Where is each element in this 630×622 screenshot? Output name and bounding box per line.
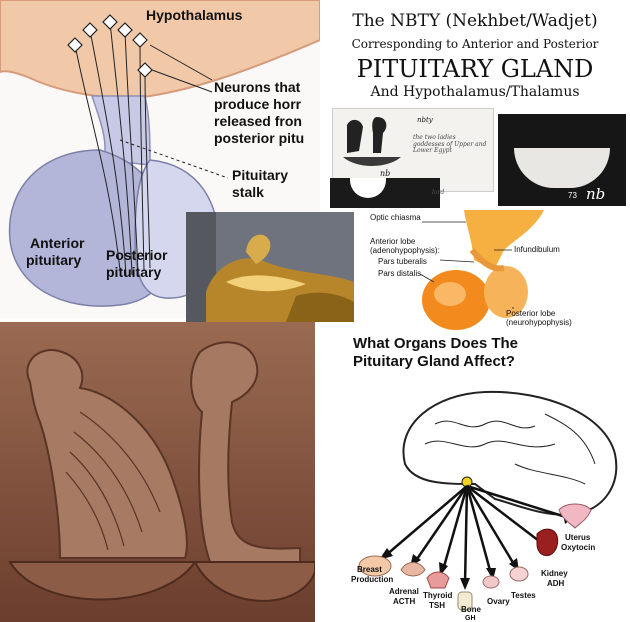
large-basket-shape bbox=[514, 148, 610, 188]
tile-number: 73 bbox=[568, 191, 577, 200]
organs-title-line-2: Pituitary Gland Affect? bbox=[353, 353, 515, 370]
adrenal-label-line-1: Adrenal bbox=[389, 587, 419, 596]
pars-distalis-label: Pars distalis bbox=[378, 269, 422, 278]
testes-label: Testes bbox=[511, 591, 536, 600]
neurons-label-line-3: released fron bbox=[214, 113, 302, 129]
anterior-lobe-label-line-1: Anterior lobe bbox=[370, 237, 416, 246]
hieroglyph-tiles-panel: the two ladies goddesses of Upper and Lo… bbox=[320, 108, 630, 210]
anterior-pituitary-label-line-1: Anterior bbox=[30, 235, 85, 251]
tile-note-text: the two ladies goddesses of Upper and Lo… bbox=[413, 134, 487, 155]
nbty-title-line-2: Corresponding to Anterior and Posterior bbox=[351, 37, 599, 51]
vulture-cobra-relief bbox=[0, 322, 315, 622]
gold-statue-photo bbox=[186, 212, 354, 322]
pituitary-illustration bbox=[0, 0, 320, 307]
kidney-label-line-1: Kidney bbox=[541, 569, 568, 578]
nbty-title-line-3: PITUITARY GLAND bbox=[356, 55, 594, 83]
gold-cobra-vulture-image bbox=[186, 212, 354, 322]
pituitary-stalk-label-line-2: stalk bbox=[232, 184, 264, 200]
uterus-label-line-1: Uterus bbox=[565, 533, 591, 542]
tile-nb-large: nb bbox=[586, 185, 606, 203]
organs-diagram-panel: What Organs Does The Pituitary Gland Aff… bbox=[315, 334, 630, 622]
hypothalamus-label: Hypothalamus bbox=[146, 7, 243, 23]
pars-tuberalis-label: Pars tuberalis bbox=[378, 257, 427, 266]
infundibulum-label: Infundibulum bbox=[514, 245, 560, 254]
bone-label-line-1: Bone bbox=[461, 605, 481, 614]
neurons-label-line-4: posterior pitu bbox=[214, 130, 305, 146]
posterior-pituitary-label-line-1: Posterior bbox=[106, 247, 168, 263]
tile-large-basket: 73 nb bbox=[498, 114, 626, 206]
anatomy-lobe-panel: Optic chiasma Anterior lobe (adenohypoph… bbox=[354, 210, 630, 334]
tile-nbty-text: nbty bbox=[417, 116, 433, 124]
bone-label-line-2: GH bbox=[465, 615, 476, 622]
nbty-title-line-1: The NBTY (Nekhbet/Wadjet) bbox=[352, 11, 598, 31]
stone-relief-photo bbox=[0, 322, 315, 622]
kidney-label-line-2: ADH bbox=[547, 579, 565, 588]
anterior-pituitary-label-line-2: pituitary bbox=[26, 252, 82, 268]
posterior-lobe-label-line-1: Posterior lobe bbox=[506, 309, 556, 318]
tile-basket-white bbox=[350, 178, 386, 198]
organs-title-line-1: What Organs Does The bbox=[353, 335, 519, 352]
pituitary-stalk-label-line-1: Pituitary bbox=[232, 167, 289, 183]
brain-arrows-illustration bbox=[358, 390, 618, 611]
pituitary-diagram-panel: Hypothalamus Neurons that produce horr r… bbox=[0, 0, 320, 318]
vulture-cobra-glyph bbox=[343, 117, 401, 166]
thyroid-label-line-1: Thyroid bbox=[423, 591, 453, 600]
posterior-lobe-label-line-2: (neurohypophysis) bbox=[506, 318, 572, 327]
posterior-pituitary-label-line-2: pituitary bbox=[106, 264, 162, 280]
nbty-title-line-4: And Hypothalamus/Thalamus bbox=[370, 84, 580, 100]
anterior-lobe-label-line-2: (adenohypophysis): bbox=[370, 246, 440, 255]
tile-lord-text: lord bbox=[432, 189, 445, 196]
neurons-label-line-1: Neurons that bbox=[214, 79, 301, 95]
breast-label-line-1: Breast bbox=[357, 565, 382, 574]
breast-label-line-2: Production bbox=[351, 575, 394, 584]
nbty-title-panel: The NBTY (Nekhbet/Wadjet) Corresponding … bbox=[320, 0, 630, 108]
ovary-label: Ovary bbox=[487, 597, 510, 606]
orange-gland-illustration bbox=[419, 210, 544, 330]
uterus-label-line-2: Oxytocin bbox=[561, 543, 596, 552]
neurons-label-line-2: produce horr bbox=[214, 96, 302, 112]
adrenal-label-line-2: ACTH bbox=[393, 597, 416, 606]
tile-nb-small: nb bbox=[380, 169, 391, 178]
optic-chiasma-label: Optic chiasma bbox=[370, 213, 421, 222]
thyroid-label-line-2: TSH bbox=[429, 601, 445, 610]
